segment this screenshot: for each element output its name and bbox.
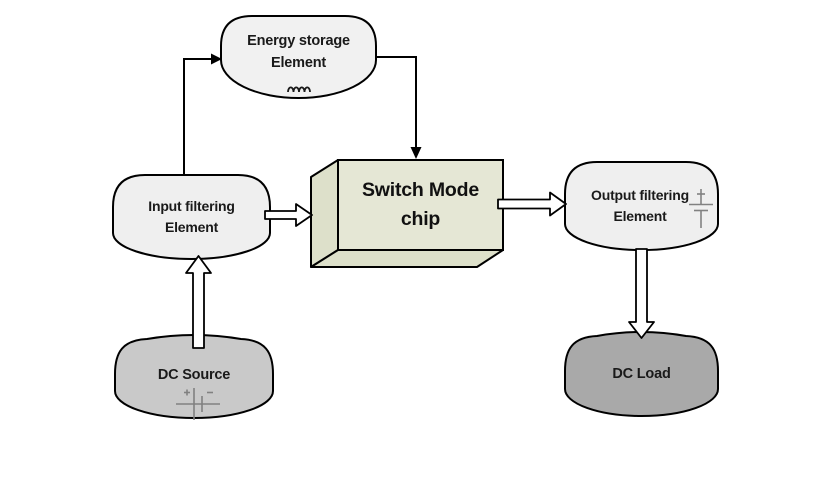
input-filtering-shape bbox=[112, 174, 271, 260]
switch-mode-chip-shape bbox=[310, 159, 504, 268]
arrowhead-right-icon bbox=[211, 53, 222, 65]
edge-input-to-chip-hollow-arrow bbox=[264, 203, 313, 227]
dc-source-shape bbox=[114, 334, 274, 419]
energy-storage-shape bbox=[220, 15, 377, 99]
chip-bottom-face bbox=[310, 249, 504, 268]
edge-output-to-load-hollow-arrow bbox=[628, 248, 655, 339]
edge-source-to-input-hollow-arrow bbox=[185, 255, 212, 349]
chip-front-face bbox=[337, 159, 504, 251]
arrowhead-down-icon bbox=[410, 147, 422, 159]
output-filtering-shape bbox=[564, 161, 719, 251]
edge-chip-to-output-hollow-arrow bbox=[497, 191, 567, 217]
capacitor-icon bbox=[689, 189, 713, 228]
edge-energy-to-chip bbox=[376, 56, 422, 159]
edge-input-to-energy bbox=[183, 53, 222, 176]
dc-load-shape bbox=[564, 331, 719, 417]
chip-left-face bbox=[310, 159, 339, 268]
battery-icon bbox=[176, 388, 220, 420]
inductor-icon bbox=[287, 86, 311, 93]
